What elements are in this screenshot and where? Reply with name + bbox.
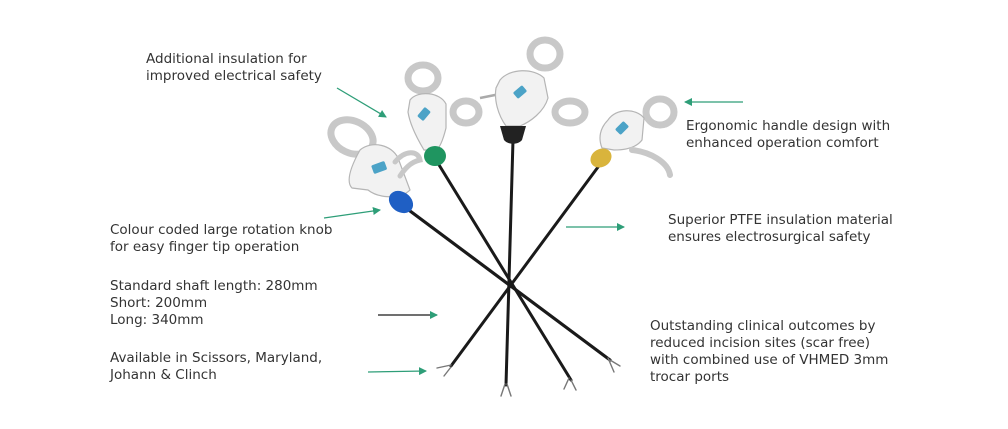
callout-insulation: Additional insulation for improved elect… xyxy=(146,51,322,85)
shafts xyxy=(400,138,612,387)
arrow-types xyxy=(367,367,427,376)
callout-line: enhanced operation comfort xyxy=(686,135,879,151)
handle-ring xyxy=(404,61,442,95)
callout-ptfe: Superior PTFE insulation material ensure… xyxy=(668,212,893,246)
gold-rotation-knob xyxy=(590,148,612,168)
blue-instrument-shaft xyxy=(400,203,612,362)
callout-line: Standard shaft length: 280mm xyxy=(110,278,318,294)
handle-trigger xyxy=(392,150,423,179)
brand-mark xyxy=(513,85,527,99)
black-knob-instrument xyxy=(494,36,589,144)
callout-line: Long: 340mm xyxy=(110,312,204,328)
brand-mark xyxy=(615,121,629,135)
handle-finger-ring xyxy=(449,97,483,127)
callout-outcomes: Outstanding clinical outcomes by reduced… xyxy=(650,318,888,386)
callout-line: Superior PTFE insulation material xyxy=(668,212,893,228)
handle-ring xyxy=(642,95,678,129)
handle-trigger xyxy=(629,147,673,178)
callout-line: Ergonomic handle design with xyxy=(686,118,891,134)
blue-instrument-jaw xyxy=(607,357,621,373)
callout-arrows xyxy=(323,87,743,376)
arrow-knob xyxy=(323,207,381,219)
gold-instrument-shaft xyxy=(449,161,603,368)
gold-instrument-jaw xyxy=(436,364,452,377)
handle-body xyxy=(494,70,549,127)
callout-line: Additional insulation for xyxy=(146,51,307,67)
callout-line: for easy finger tip operation xyxy=(110,239,300,255)
callout-ergonomic: Ergonomic handle design with enhanced op… xyxy=(686,118,890,152)
callout-line: Available in Scissors, Maryland, xyxy=(110,350,323,366)
handle-finger-ring xyxy=(551,97,589,127)
blue-knob-instrument xyxy=(327,116,423,214)
callout-line: trocar ports xyxy=(650,369,730,385)
green-knob-instrument xyxy=(404,61,501,166)
handle-body xyxy=(407,93,447,151)
brand-mark xyxy=(371,161,387,174)
black-instrument-shaft xyxy=(504,138,515,387)
callout-line: Colour coded large rotation knob xyxy=(110,222,333,238)
callout-shaft: Standard shaft length: 280mm Short: 200m… xyxy=(110,278,318,329)
green-instrument-jaw xyxy=(563,377,577,391)
brand-mark xyxy=(417,107,431,121)
green-rotation-knob xyxy=(424,146,446,166)
callout-knob: Colour coded large rotation knob for eas… xyxy=(110,222,332,256)
callout-line: reduced incision sites (scar free) xyxy=(650,335,871,351)
black-instrument-jaw xyxy=(500,383,512,397)
handle-ring xyxy=(526,36,564,72)
black-rotation-knob xyxy=(500,126,526,144)
arrow-insulation xyxy=(336,87,387,118)
callout-line: Short: 200mm xyxy=(110,295,208,311)
callout-line: Johann & Clinch xyxy=(110,367,217,383)
callout-line: ensures electrosurgical safety xyxy=(668,229,871,245)
blue-rotation-knob xyxy=(388,190,414,214)
callout-line: improved electrical safety xyxy=(146,68,322,84)
jaw-tips xyxy=(436,357,621,397)
callout-line: with combined use of VHMED 3mm xyxy=(650,352,889,368)
callout-types: Available in Scissors, Maryland, Johann … xyxy=(110,350,322,384)
green-instrument-shaft xyxy=(434,158,573,382)
callout-line: Outstanding clinical outcomes by xyxy=(650,318,876,334)
gold-knob-instrument xyxy=(590,95,678,178)
